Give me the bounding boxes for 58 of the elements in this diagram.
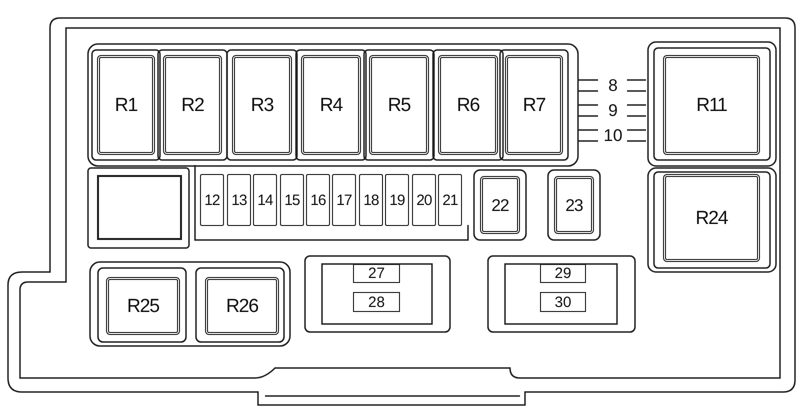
fuse-label: 22 — [491, 196, 509, 214]
fuse-box — [227, 174, 251, 226]
fuse-box — [412, 174, 436, 226]
fuse-label: 21 — [442, 192, 458, 208]
fuse-number: 10 — [604, 126, 622, 144]
fuse-label: R2 — [181, 96, 204, 114]
fuse-label: 19 — [389, 192, 405, 208]
cartridge-fuse-box — [353, 264, 400, 283]
cartridge-fuse-box — [540, 292, 586, 312]
fuse-label: 30 — [554, 294, 572, 310]
fuse-label: R24 — [695, 208, 728, 228]
relay-box — [106, 277, 180, 335]
relay-box — [663, 55, 760, 155]
fuse-label: 14 — [257, 192, 273, 208]
cartridge-fuse-box — [540, 264, 586, 283]
fuse-label: R5 — [388, 96, 410, 114]
fuse-label: 29 — [554, 266, 572, 281]
fuse-label: 15 — [284, 192, 300, 208]
fuse-box — [200, 174, 224, 226]
relay-box — [663, 174, 760, 262]
fuse-label: R25 — [126, 296, 159, 316]
fuse-label: R11 — [696, 96, 727, 114]
fuse-label: R26 — [226, 296, 258, 316]
fuse-label: 16 — [310, 192, 326, 208]
relay-box — [205, 277, 279, 335]
fuse-number: 9 — [608, 102, 618, 118]
fuse-label: 28 — [368, 294, 385, 310]
fuse-label: 18 — [363, 192, 379, 208]
relay-box — [438, 55, 498, 155]
fuse-label: 20 — [416, 192, 432, 208]
relay-box — [505, 55, 563, 155]
fuse-box — [359, 174, 383, 226]
relay-slot — [97, 175, 182, 240]
fuse-box — [480, 176, 520, 234]
fuse-label: 17 — [336, 192, 352, 208]
fuse-box — [280, 174, 304, 226]
fuse-box — [554, 176, 594, 234]
relay-box — [232, 55, 292, 155]
fuse-label: R4 — [320, 96, 342, 114]
fuse-label: R1 — [114, 96, 138, 114]
fuse-box — [438, 174, 462, 226]
cartridge-fuse-box — [353, 292, 400, 312]
fuse-label: R7 — [522, 96, 546, 114]
fuse-label: 12 — [204, 192, 220, 208]
fuse-label: R3 — [250, 96, 274, 114]
fuse-box — [385, 174, 409, 226]
fuse-label: 27 — [368, 266, 385, 281]
fuse-label: 13 — [231, 192, 247, 208]
fuse-label: R6 — [456, 96, 480, 114]
relay-box — [97, 55, 155, 155]
fuse-box — [332, 174, 356, 226]
fuse-box — [253, 174, 277, 226]
fuse-box — [306, 174, 330, 226]
fuse-label: 23 — [565, 196, 583, 214]
relay-box — [369, 55, 429, 155]
relay-box — [301, 55, 361, 155]
fuse-number: 8 — [608, 76, 618, 94]
relay-box — [163, 55, 222, 155]
